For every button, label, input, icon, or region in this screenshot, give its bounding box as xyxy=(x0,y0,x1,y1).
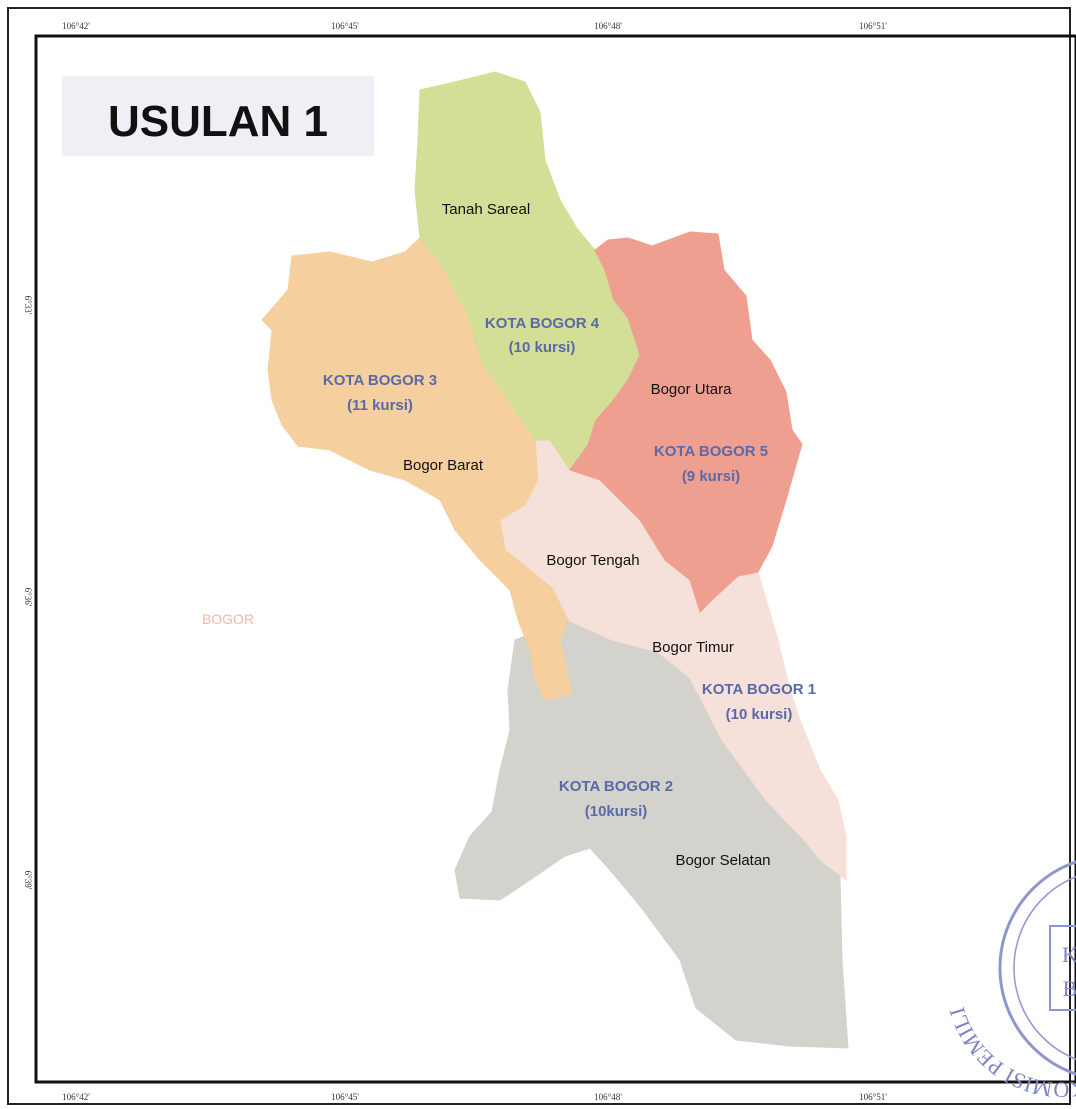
district-label-bogor-selatan: Bogor Selatan xyxy=(675,852,770,869)
grid-label-bottom: 106°42' xyxy=(62,1092,90,1102)
grid-label-left: 6°36' xyxy=(23,588,33,607)
seal-ring-text: KOMISI PEMILI xyxy=(944,1005,1076,1103)
official-seal-stamp: K B KOMISI PEMILI xyxy=(944,860,1076,1103)
region-kota-bogor-5[interactable] xyxy=(569,231,803,613)
district-label-bogor-tengah: Bogor Tengah xyxy=(546,552,639,569)
grid-label-top: 106°45' xyxy=(331,21,359,31)
district-label-bogor-timur: Bogor Timur xyxy=(652,639,734,656)
title-box xyxy=(62,76,374,156)
grid-label-bottom: 106°51' xyxy=(859,1092,887,1102)
dapil-label-kota-bogor-2: KOTA BOGOR 2 xyxy=(559,778,673,795)
grid-label-bottom: 106°48' xyxy=(594,1092,622,1102)
dapil-label-kota-bogor-1: KOTA BOGOR 1 xyxy=(702,681,816,698)
grid-label-top: 106°48' xyxy=(594,21,622,31)
map-frame xyxy=(34,34,1076,1084)
grid-label-top: 106°51' xyxy=(859,21,887,31)
grid-label-left: 6°33' xyxy=(23,296,33,315)
outer-frame xyxy=(7,7,1071,1105)
grid-label-left: 6°39' xyxy=(23,871,33,890)
seal-ring-text-path: KOMISI PEMILI xyxy=(944,1005,1076,1103)
grid-label-top: 106°42' xyxy=(62,21,90,31)
seal-inner-text: B xyxy=(1063,976,1076,1001)
dapil-seats-kota-bogor-5: (9 kursi) xyxy=(682,468,740,485)
district-label-tanah-sareal: Tanah Sareal xyxy=(442,201,530,218)
district-label-bogor-barat: Bogor Barat xyxy=(403,457,484,474)
grid-label-bottom: 106°45' xyxy=(331,1092,359,1102)
dapil-seats-kota-bogor-2: (10kursi) xyxy=(585,803,648,820)
dapil-label-kota-bogor-4: KOTA BOGOR 4 xyxy=(485,315,600,332)
dapil-seats-kota-bogor-1: (10 kursi) xyxy=(726,706,793,723)
dapil-seats-kota-bogor-3: (11 kursi) xyxy=(347,397,413,414)
dapil-label-kota-bogor-5: KOTA BOGOR 5 xyxy=(654,443,768,460)
map-title: USULAN 1 xyxy=(108,97,328,146)
dapil-seats-kota-bogor-4: (10 kursi) xyxy=(509,339,576,356)
district-label-bogor-utara: Bogor Utara xyxy=(651,381,733,398)
outside-region-label: BOGOR xyxy=(202,611,254,627)
seal-inner-text: K xyxy=(1062,942,1076,967)
dapil-label-kota-bogor-3: KOTA BOGOR 3 xyxy=(323,372,437,389)
